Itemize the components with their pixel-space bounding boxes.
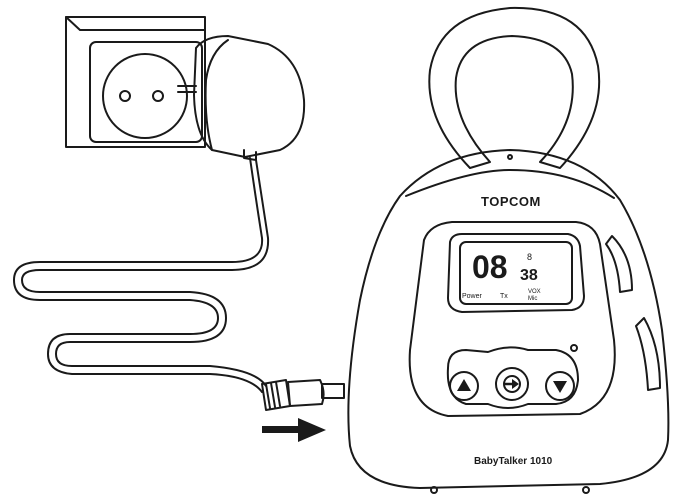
power-adapter <box>177 35 306 161</box>
socket-hole-right <box>152 90 164 102</box>
insert-arrow-icon <box>262 418 326 442</box>
lcd-frame <box>447 233 585 313</box>
model-label: BabyTalker 1010 <box>474 456 553 467</box>
lcd-power-label: Power <box>462 293 483 300</box>
lcd-channel: 08 <box>472 249 508 285</box>
button-pod <box>446 346 579 409</box>
lcd-small-top: 8 <box>527 252 532 262</box>
down-button[interactable] <box>545 371 575 401</box>
up-button[interactable] <box>449 371 479 401</box>
talk-button[interactable] <box>495 367 529 401</box>
triangle-up-icon <box>457 379 471 391</box>
hanging-ring <box>428 6 601 169</box>
lcd-tx-label: Tx <box>500 293 508 300</box>
socket-hole-left <box>119 90 131 102</box>
unit-body <box>347 149 670 489</box>
status-led <box>570 344 578 352</box>
arrow-right-circle-icon <box>503 375 521 393</box>
lcd-small-value: 38 <box>520 267 538 284</box>
brand-logo: TOPCOM <box>481 194 541 209</box>
lcd-vox-label: VOX <box>528 289 541 295</box>
power-cable <box>13 157 270 393</box>
baby-unit: 08 8 38 Power Tx VOX Mic TOPCOM BabyTa <box>347 6 670 494</box>
lcd-mic-label: Mic <box>528 296 537 302</box>
control-panel <box>408 221 616 417</box>
triangle-down-icon <box>553 381 567 393</box>
lcd-screen <box>459 241 573 305</box>
wall-socket <box>65 16 206 148</box>
dc-plug <box>261 379 345 411</box>
